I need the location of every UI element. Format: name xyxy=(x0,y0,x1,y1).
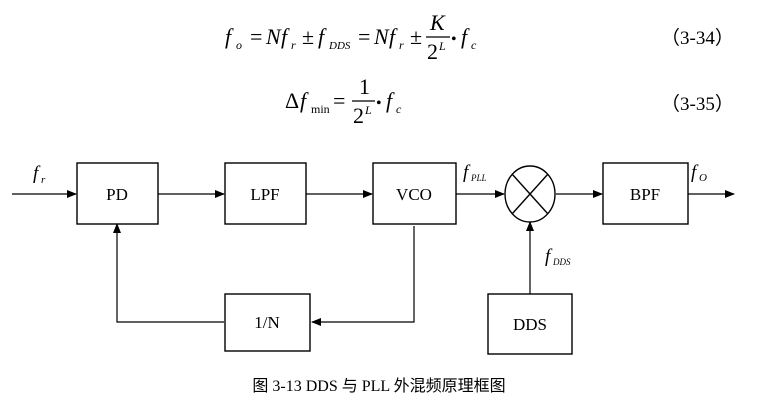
eq35-frac-den-exp: L xyxy=(364,103,372,117)
input-signal-sub: r xyxy=(41,174,46,186)
eq34-frac-den-exp: L xyxy=(438,39,446,53)
eq34-pm-2: ± xyxy=(410,24,422,49)
pd-label: PD xyxy=(106,185,128,204)
output-signal-f: f xyxy=(691,162,699,183)
pll-signal-f: f xyxy=(463,162,471,183)
eq34-dds-f: f xyxy=(318,24,327,49)
eq34-equals-2: = xyxy=(358,24,370,49)
eq35-fc-sub: c xyxy=(396,102,402,116)
dds-label: DDS xyxy=(513,315,547,334)
eq34-bullet: • xyxy=(451,31,457,48)
eq35-fc-f: f xyxy=(386,88,395,113)
vco-label: VCO xyxy=(396,185,432,204)
eq34-frac-num: K xyxy=(429,10,446,35)
eq35-lhs-sub: min xyxy=(311,102,330,116)
lpf-block xyxy=(224,162,307,225)
bpf-block xyxy=(602,162,689,225)
divider-block xyxy=(224,293,311,352)
eq35-equals: = xyxy=(333,88,345,113)
eq34-equals-1: = xyxy=(250,24,262,49)
vco-block xyxy=(372,162,457,225)
eq35-number: （3-35） xyxy=(661,94,734,115)
mixer-symbol xyxy=(504,165,556,223)
eq34-dds-sub: DDS xyxy=(328,40,351,52)
pd-block xyxy=(76,162,159,225)
eq34-term2-N: N xyxy=(373,24,390,49)
equation-3-34: f o = N f r ± f DDS = N f r ± K 2 L • f … xyxy=(225,10,477,64)
eq34-term2-sub-r: r xyxy=(399,38,404,52)
figure-caption: 图 3-13 DDS 与 PLL 外混频原理框图 xyxy=(252,378,506,395)
divider-to-pd-line xyxy=(113,223,224,323)
lpf-label: LPF xyxy=(250,185,279,204)
eq34-lhs-sub: o xyxy=(236,38,242,52)
eq34-pm-1: ± xyxy=(302,24,314,49)
eq34-term-f: f xyxy=(281,24,290,49)
input-signal-f: f xyxy=(33,163,41,184)
bpf-label: BPF xyxy=(630,185,660,204)
eq34-term-N: N xyxy=(265,24,282,49)
eq34-fc-sub: c xyxy=(471,38,477,52)
eq34-lhs-f: f xyxy=(225,24,234,49)
eq35-delta: Δ xyxy=(285,88,299,113)
eq35-bullet: • xyxy=(376,95,382,112)
dds-signal-sub: DDS xyxy=(552,257,571,267)
pll-signal-sub: PLL xyxy=(470,173,487,183)
output-signal-sub: O xyxy=(699,172,707,184)
eq34-frac-den-base: 2 xyxy=(427,39,438,64)
eq34-term-sub-r: r xyxy=(291,38,296,52)
divider-label: 1/N xyxy=(254,313,280,332)
equation-3-35: Δ f min = 1 2 L • f c xyxy=(285,74,402,128)
eq34-term2-f: f xyxy=(389,24,398,49)
eq35-frac-den-base: 2 xyxy=(353,103,364,128)
vco-to-divider-line xyxy=(311,226,415,326)
eq35-frac-num: 1 xyxy=(359,74,370,99)
eq35-lhs-f: f xyxy=(300,88,309,113)
dds-signal-f: f xyxy=(545,246,553,267)
dds-block xyxy=(487,293,573,355)
eq34-number: （3-34） xyxy=(661,28,734,49)
eq34-fc-f: f xyxy=(461,24,470,49)
